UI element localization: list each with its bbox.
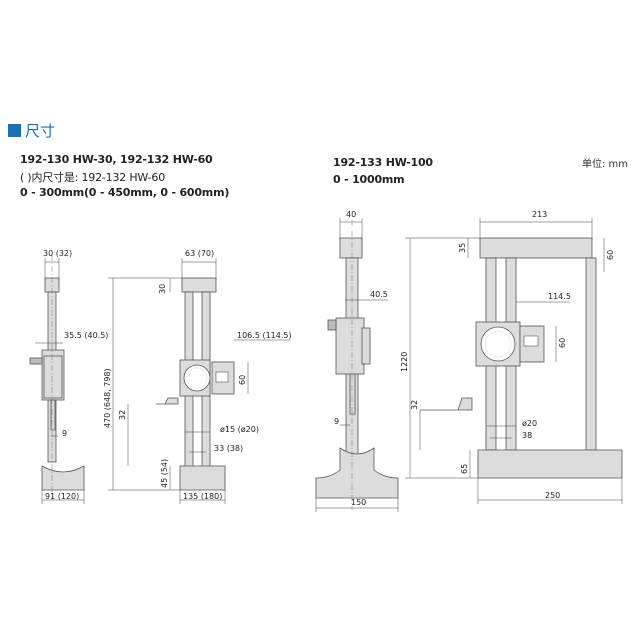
clamp-knob: [29, 357, 43, 365]
dim-d-top-right: 60: [606, 250, 615, 260]
drawing-front-view-large: 213 35 60 114.5 1220 60 32 ø20 38 65 250: [400, 210, 623, 504]
base: [315, 447, 399, 499]
right-spec-model: 192-133 HW-100: [333, 156, 433, 169]
column-back: [585, 257, 597, 451]
top-bridge: [181, 277, 217, 293]
dial-edge: [361, 327, 371, 365]
dim-b-dia: ø15 (ø20): [220, 425, 259, 434]
left-spec-range: 0 - 300mm(0 - 450mm, 0 - 600mm): [20, 186, 230, 199]
section-marker-icon: [8, 124, 21, 137]
drawing-front-view-small: 63 (70) 30 106.5 (114.5) 470 (648, 798) …: [103, 249, 292, 504]
left-spec-models: 192-130 HW-30, 192-132 HW-60: [20, 153, 213, 166]
base: [477, 449, 623, 479]
base: [179, 465, 226, 491]
dim-c-tip: 9: [334, 417, 339, 426]
dim-c-offset: 40.5: [370, 290, 388, 299]
drawing-side-view-small: 30 (32) 35.5 (40.5) 9 91 (120): [29, 249, 108, 504]
dim-c-base: 150: [351, 498, 366, 507]
scriber-arm: [156, 397, 179, 405]
dim-a-tip: 9: [62, 429, 67, 438]
dim-b-top-height: 30: [158, 284, 167, 294]
slider-block: [335, 317, 365, 375]
dim-b-spacing: 33 (38): [214, 444, 243, 453]
section-title: 尺寸: [25, 122, 56, 140]
base: [41, 465, 85, 491]
section-header: 尺寸: [8, 120, 55, 141]
dial-face-icon: [183, 364, 211, 392]
dim-b-base-height: 45 (54): [160, 459, 169, 488]
right-spec-range: 0 - 1000mm: [333, 173, 405, 186]
unit-label: 单位: mm: [581, 159, 628, 170]
dial-face-icon: [480, 326, 516, 362]
dim-d-reach: 114.5: [548, 292, 571, 301]
dim-b-top: 63 (70): [185, 249, 214, 258]
dim-d-top-height: 35: [458, 243, 467, 253]
dim-b-dial: 60: [238, 375, 247, 385]
drawing-side-view-large: 40 40.5 9 150: [315, 210, 399, 512]
dim-c-top: 40: [346, 210, 356, 219]
dim-b-scriber: 32: [118, 410, 127, 420]
clamp-knob: [327, 319, 337, 331]
dim-b-base: 135 (180): [183, 492, 222, 501]
dim-b-reach: 106.5 (114.5): [237, 331, 292, 340]
dial-body: [43, 355, 63, 399]
dim-d-base-height: 65: [460, 464, 469, 474]
dim-d-spacing: 38: [522, 431, 532, 440]
dim-a-top: 30 (32): [43, 249, 72, 258]
dim-a-offset: 35.5 (40.5): [64, 331, 108, 340]
scriber: [349, 373, 356, 415]
dim-a-base: 91 (120): [45, 492, 79, 501]
dim-d-base: 250: [545, 491, 560, 500]
left-spec-note: ( )内尺寸是: 192-132 HW-60: [20, 171, 166, 184]
dim-d-top: 213: [532, 210, 547, 219]
dim-d-scriber: 32: [410, 400, 419, 410]
column-cap: [339, 237, 363, 259]
dim-d-dial: 60: [558, 338, 567, 348]
dim-b-total: 470 (648, 798): [103, 368, 112, 428]
dim-d-dia: ø20: [522, 419, 537, 428]
top-bridge: [479, 237, 593, 259]
dim-d-total: 1220: [400, 352, 409, 372]
scriber: [50, 399, 56, 431]
scriber-arm: [420, 397, 473, 411]
